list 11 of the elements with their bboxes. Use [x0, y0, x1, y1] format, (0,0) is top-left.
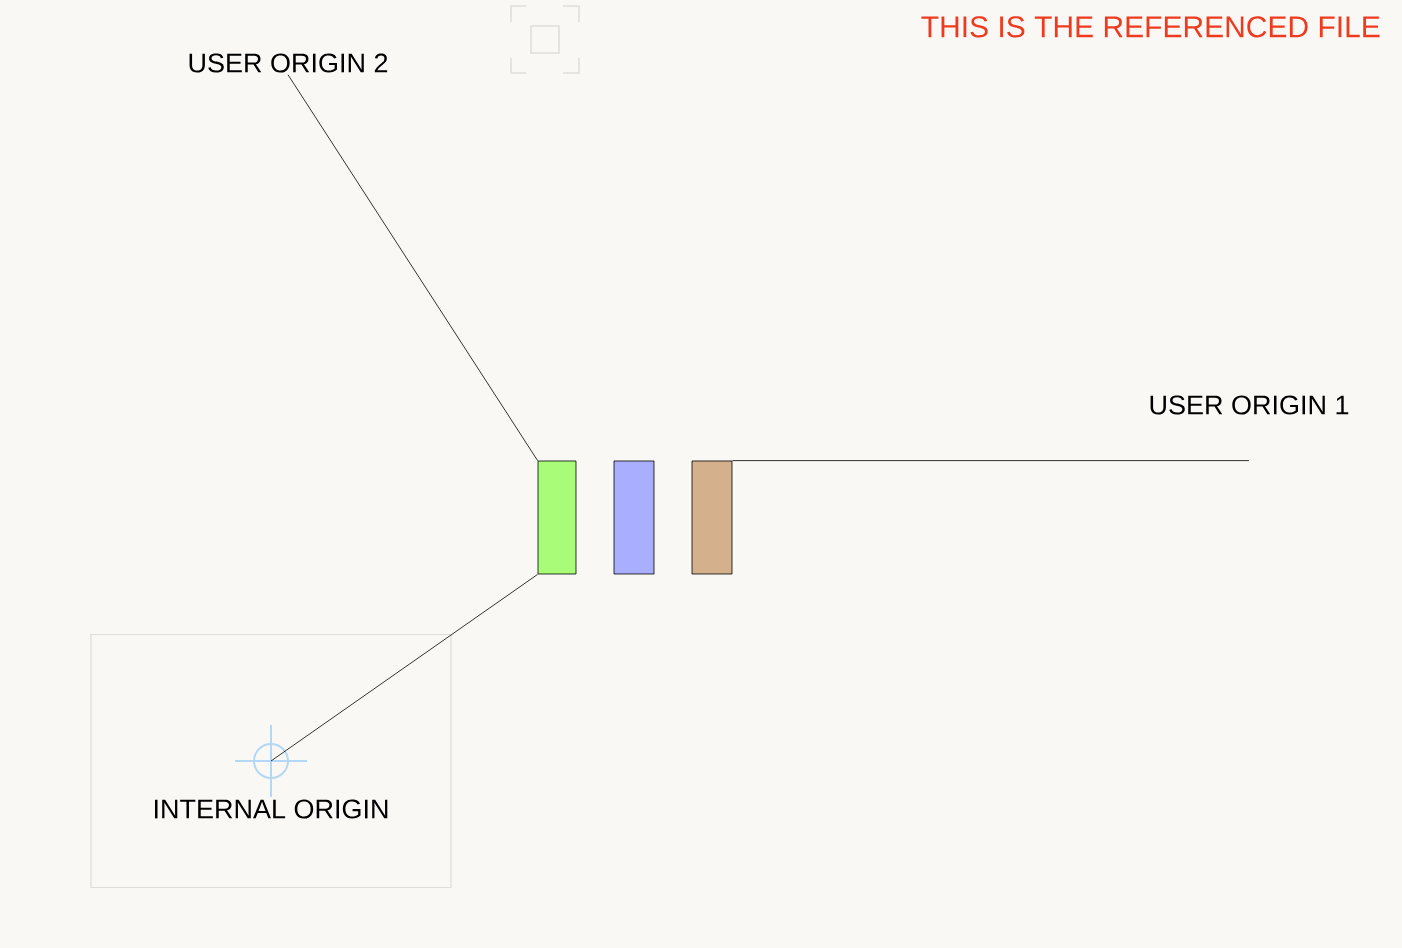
bar — [613, 460, 655, 575]
note-text: THIS IS THE REFERENCED FILE — [921, 16, 1380, 38]
leader-line — [732, 460, 1250, 461]
bar — [691, 460, 733, 575]
crosshair-icon — [234, 724, 308, 798]
origin-box: INTERNAL ORIGIN — [90, 633, 452, 889]
origin-label: USER ORIGIN 2 — [189, 53, 388, 73]
bar — [537, 460, 577, 575]
leader-line — [287, 74, 538, 461]
leader-line — [270, 574, 538, 762]
origin-label: USER ORIGIN 1 — [1150, 395, 1349, 415]
